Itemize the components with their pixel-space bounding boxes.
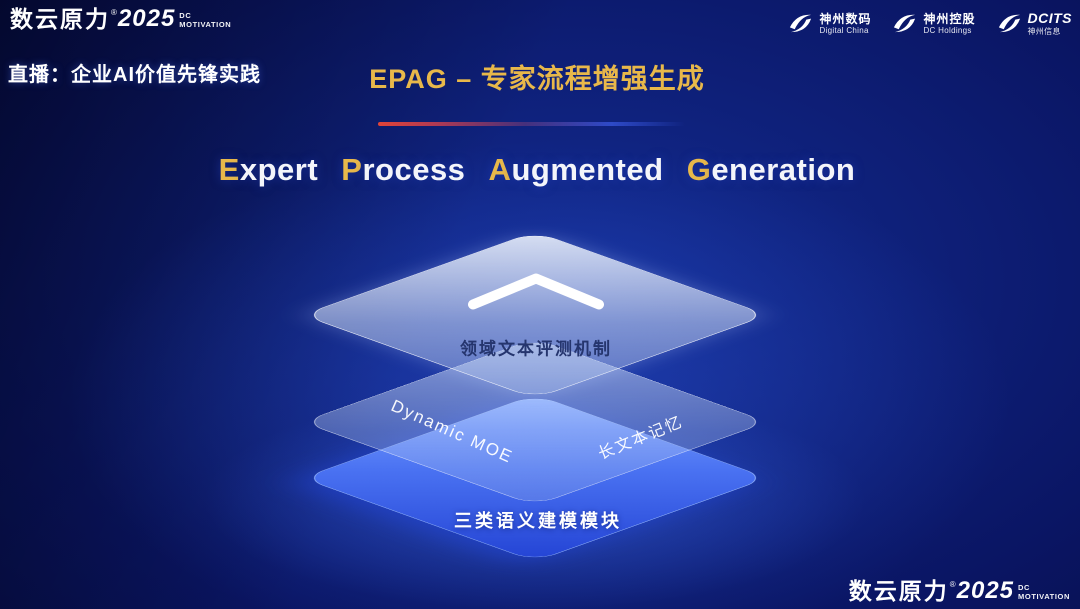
heading-initial: A [488,152,512,187]
brand-registered-mark: ® [949,580,956,589]
heading-rest: rocess [362,152,466,187]
heading-word: Process [341,152,465,187]
partner-subname: DC Holdings [923,25,972,35]
partner-name: 神州数码 [819,11,872,26]
brand-year: 2025 [117,5,176,32]
bottom-layer-label: 三类语义建模模块 [454,511,622,531]
main-heading: Expert Process Augmented Generation [212,152,863,188]
partner-subname: Digital China [819,25,869,35]
chevron-up-icon [461,268,611,319]
heading-initial: G [686,152,712,187]
partner-dcits: DCITS 神州信息 [996,10,1073,37]
heading-initial: P [341,152,363,187]
dc-holdings-logo-icon [894,14,916,33]
brand-name: 数云原力 [10,6,110,32]
top-layer-label: 领域文本评测机制 [460,339,612,359]
brand-logo: 数云原力 ® 2025 DC MOTIVATION [10,5,231,32]
dcits-logo-icon [998,14,1020,33]
partner-name: 神州控股 [923,11,976,26]
brand-subtext: DC MOTIVATION [179,11,231,30]
brand-logo-footer: 数云原力 ® 2025 DC MOTIVATION [848,577,1070,604]
digital-china-logo-icon [790,14,812,33]
brand-sub-line2: MOTIVATION [1018,592,1070,602]
brand-registered-mark: ® [111,8,117,17]
brand-sub-line1: DC [1018,583,1031,592]
brand-name: 数云原力 [848,578,949,604]
heading-rest: eneration [711,152,856,187]
brand-year: 2025 [956,577,1015,604]
heading-word: Augmented [489,152,664,187]
partner-logos: 神州数码 Digital China 神州控股 DC Holdings DCIT… [787,10,1072,37]
brand-subtext: DC MOTIVATION [1018,583,1070,602]
partner-digital-china: 神州数码 Digital China [787,10,871,37]
brand-sub-line2: MOTIVATION [179,20,232,30]
page-title: EPAG – 专家流程增强生成 [369,64,705,94]
brand-sub-line1: DC [179,11,192,20]
title-divider [378,122,685,126]
heading-initial: E [218,152,240,187]
live-stream-label: 直播：企业AI价值先锋实践 [8,64,261,86]
heading-word: Generation [687,152,856,187]
heading-rest: ugmented [511,152,664,187]
partner-dc-holdings: 神州控股 DC Holdings [891,10,975,37]
partner-name: DCITS [1027,10,1072,27]
partner-subname: 神州信息 [1027,27,1061,37]
heading-rest: xpert [239,152,319,187]
heading-word: Expert [219,152,319,187]
